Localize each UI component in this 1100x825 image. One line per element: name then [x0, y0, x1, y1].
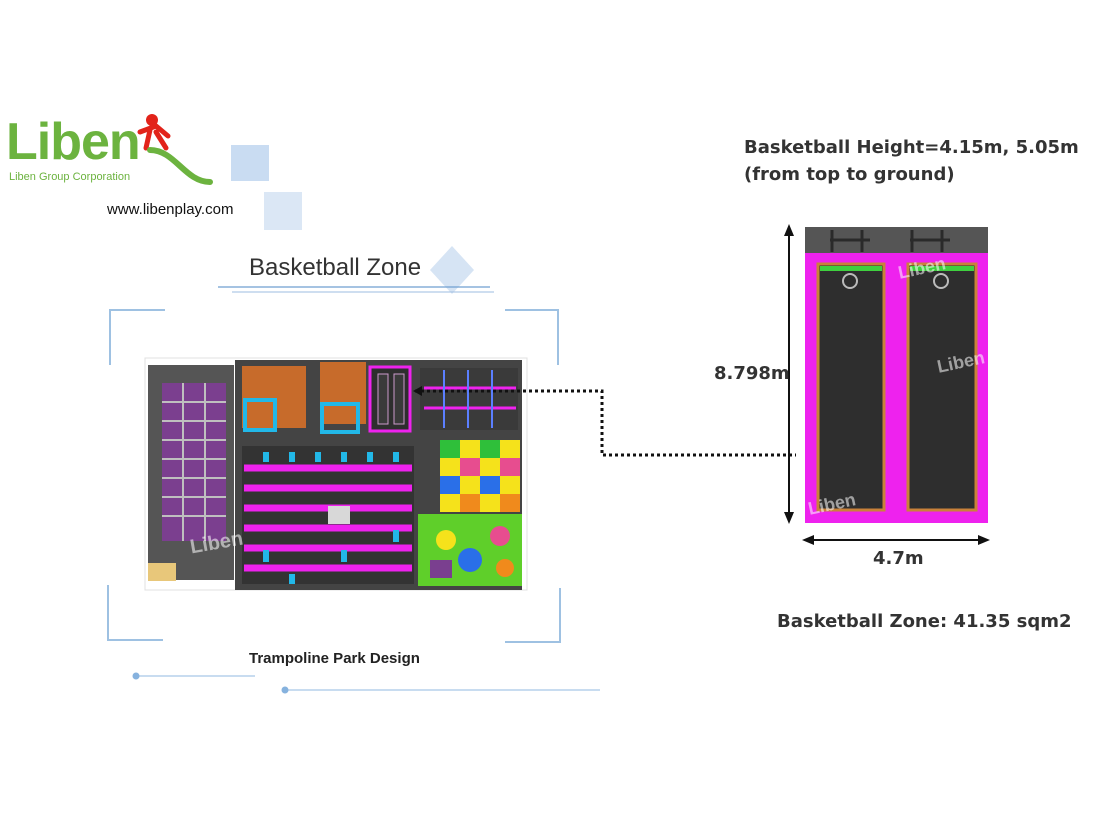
connector-arrow [415, 389, 796, 457]
hoop-right-icon [933, 273, 949, 289]
area-label: Basketball Zone: 41.35 sqm2 [777, 611, 1072, 632]
deco-square-1 [231, 145, 269, 181]
zone-title: Basketball Zone [249, 254, 422, 281]
width-dimension-arrow [802, 535, 990, 545]
length-label: 8.798m [714, 363, 790, 384]
frame-corners [107, 309, 561, 643]
deco-square-2 [264, 192, 302, 230]
website-link[interactable]: www.libenplay.com [107, 201, 234, 218]
color-grid [440, 440, 520, 512]
logo-tagline: Liben Group Corporation [9, 171, 131, 183]
length-dimension-arrow [784, 224, 794, 524]
height-note: Basketball Height=4.15m, 5.05m (from top… [744, 134, 1079, 188]
diagram-caption: Trampoline Park Design [249, 650, 420, 667]
width-label: 4.7m [873, 548, 924, 569]
logo-wordmark: Liben [6, 113, 141, 171]
hoop-left-icon [842, 273, 858, 289]
floor-plan [144, 357, 528, 591]
height-note-line2: (from top to ground) [744, 164, 955, 185]
height-note-line1: Basketball Height=4.15m, 5.05m [744, 137, 1079, 158]
